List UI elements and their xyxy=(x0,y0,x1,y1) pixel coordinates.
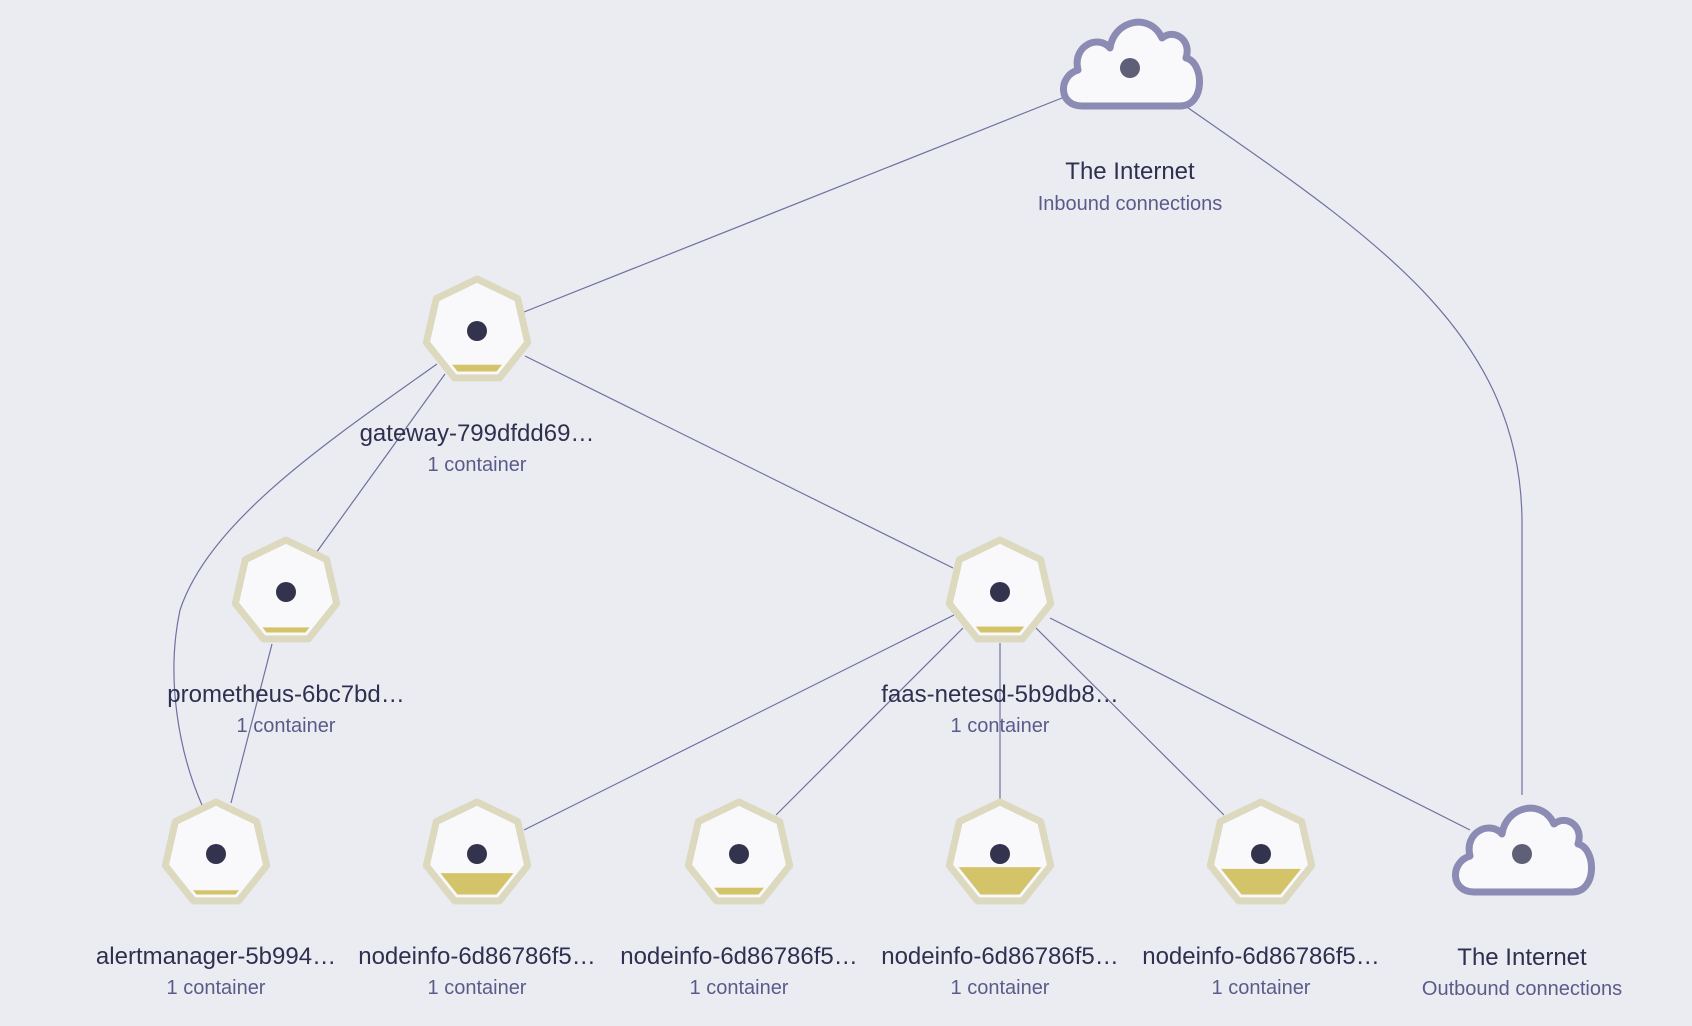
pod-heptagon-icon xyxy=(945,536,1055,643)
edge-internet-in-to-gateway xyxy=(523,95,1068,313)
node-center-dot xyxy=(990,844,1010,864)
edge-gateway-to-faas-netesd xyxy=(524,355,954,569)
pod-heptagon-icon xyxy=(684,798,794,905)
metric-fill xyxy=(172,890,260,895)
node-title: alertmanager-5b994… xyxy=(96,943,336,970)
metric-fill xyxy=(242,627,330,633)
node-center-dot xyxy=(990,582,1010,602)
pod-heptagon-icon xyxy=(422,798,532,905)
node-prometheus[interactable]: prometheus-6bc7bd… 1 container xyxy=(167,536,405,737)
node-nodeinfo-3[interactable]: nodeinfo-6d86786f5… 1 container xyxy=(881,798,1119,999)
node-title: nodeinfo-6d86786f5… xyxy=(620,943,858,970)
node-title: gateway-799dfdd69… xyxy=(360,420,595,447)
metric-fill xyxy=(433,364,521,372)
node-subtitle: 1 container xyxy=(951,977,1050,999)
metric-fill xyxy=(433,873,521,895)
edge-gateway-to-prometheus xyxy=(315,373,446,554)
node-nodeinfo-2[interactable]: nodeinfo-6d86786f5… 1 container xyxy=(620,798,858,999)
pod-heptagon-icon xyxy=(231,536,341,643)
node-center-dot xyxy=(206,844,226,864)
node-title: nodeinfo-6d86786f5… xyxy=(1142,943,1380,970)
node-title: nodeinfo-6d86786f5… xyxy=(358,943,596,970)
cloud-icon xyxy=(1060,18,1203,110)
node-center-dot xyxy=(276,582,296,602)
edge-faas-netesd-to-nodeinfo-1 xyxy=(523,614,955,831)
node-alertmanager[interactable]: alertmanager-5b994… 1 container xyxy=(96,798,336,999)
pod-heptagon-icon xyxy=(1206,798,1316,905)
node-subtitle: 1 container xyxy=(428,977,527,999)
edges-layer xyxy=(173,95,1523,831)
node-nodeinfo-1[interactable]: nodeinfo-6d86786f5… 1 container xyxy=(358,798,596,999)
pod-heptagon-icon xyxy=(422,275,532,382)
pod-heptagon-icon xyxy=(161,798,271,905)
node-faas-netesd[interactable]: faas-netesd-5b9db8… 1 container xyxy=(881,536,1119,737)
metric-fill xyxy=(695,887,783,895)
edge-faas-netesd-to-nodeinfo-2 xyxy=(775,627,964,816)
node-center-dot xyxy=(1120,58,1140,78)
node-center-dot xyxy=(467,844,487,864)
node-title: faas-netesd-5b9db8… xyxy=(881,681,1119,708)
node-title: prometheus-6bc7bd… xyxy=(167,681,404,708)
node-subtitle: 1 container xyxy=(951,715,1050,737)
cloud-icon xyxy=(1452,804,1595,896)
node-subtitle: 1 container xyxy=(690,977,789,999)
node-center-dot xyxy=(1512,844,1532,864)
edge-gateway-to-alertmanager xyxy=(173,363,438,806)
node-subtitle: 1 container xyxy=(428,454,527,476)
metric-fill xyxy=(956,626,1044,633)
node-subtitle: 1 container xyxy=(237,715,336,737)
node-subtitle: 1 container xyxy=(1212,977,1311,999)
node-subtitle: Outbound connections xyxy=(1422,978,1622,1000)
node-subtitle: 1 container xyxy=(167,977,266,999)
node-title: The Internet xyxy=(1065,158,1195,185)
edge-faas-netesd-to-internet-out xyxy=(1049,617,1471,831)
pod-heptagon-icon xyxy=(945,798,1055,905)
node-center-dot xyxy=(467,321,487,341)
node-gateway[interactable]: gateway-799dfdd69… 1 container xyxy=(360,275,595,476)
node-subtitle: Inbound connections xyxy=(1038,193,1223,215)
edge-prometheus-to-alertmanager xyxy=(230,643,273,804)
node-center-dot xyxy=(1251,844,1271,864)
node-title: nodeinfo-6d86786f5… xyxy=(881,943,1119,970)
edge-internet-in-to-internet-out xyxy=(1183,104,1523,795)
node-title: The Internet xyxy=(1457,944,1587,971)
edge-faas-netesd-to-nodeinfo-4 xyxy=(1035,627,1225,816)
node-nodeinfo-4[interactable]: nodeinfo-6d86786f5… 1 container xyxy=(1142,798,1380,999)
node-center-dot xyxy=(729,844,749,864)
